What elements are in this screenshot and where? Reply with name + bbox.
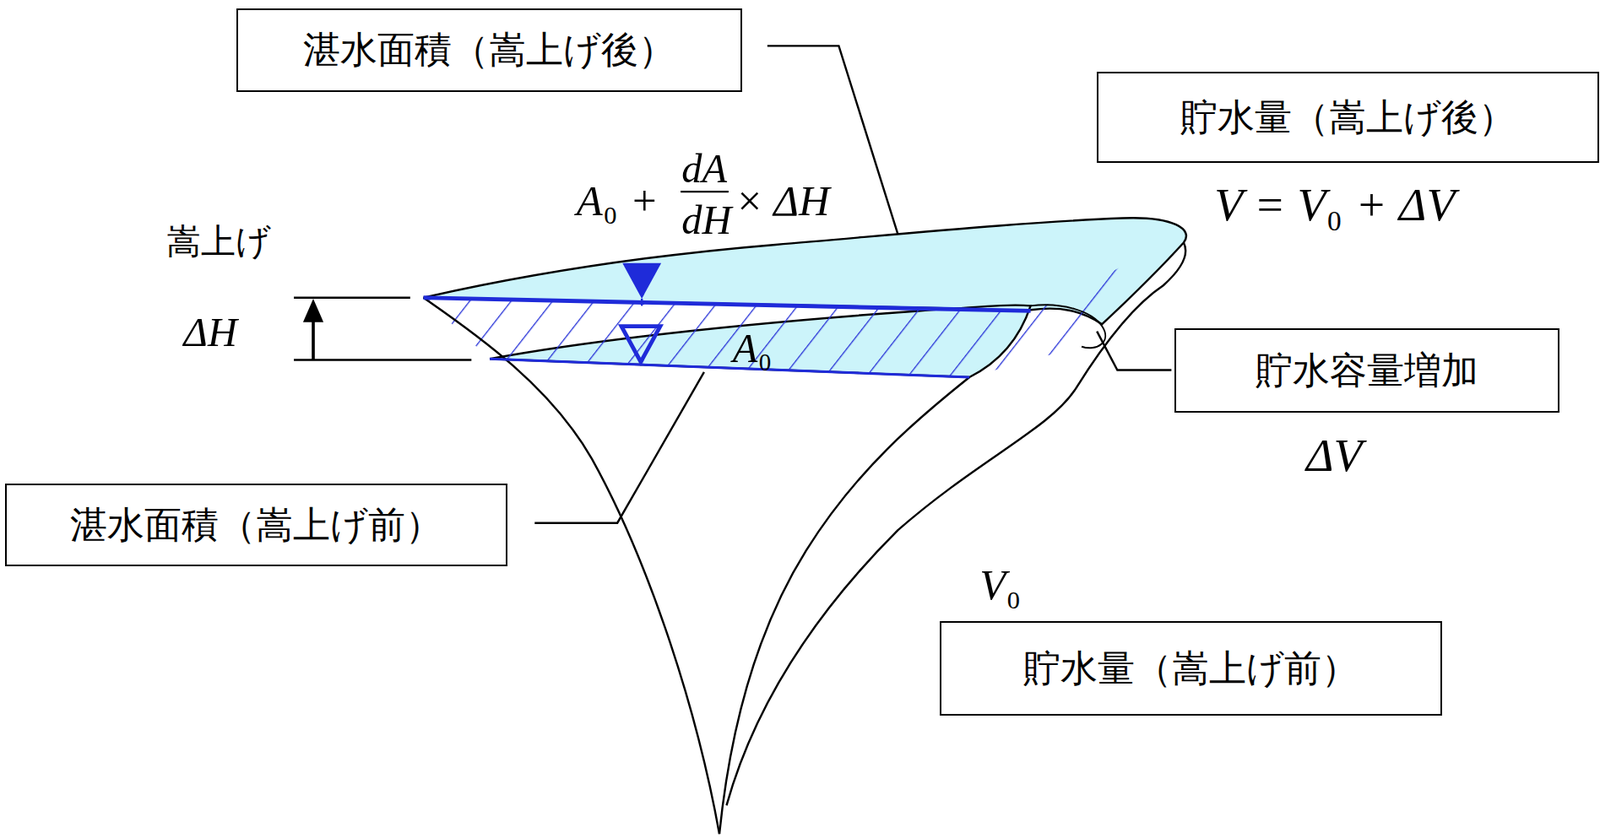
label-text: + bbox=[629, 177, 659, 225]
hatch bbox=[407, 204, 1205, 409]
box-text: 湛水面積（嵩上げ前） bbox=[70, 499, 443, 551]
label-text: 嵩上げ bbox=[166, 221, 272, 262]
box-text: 貯水量（嵩上げ後） bbox=[1180, 92, 1516, 143]
subscript: 0 bbox=[1007, 585, 1020, 615]
water-level-symbol bbox=[621, 326, 661, 363]
subscript: 0 bbox=[759, 348, 772, 376]
label-text: ΔH bbox=[184, 309, 238, 355]
label-box: 貯水容量増加 bbox=[1174, 328, 1560, 413]
water-line-before bbox=[489, 358, 970, 378]
formula-label: × ΔH bbox=[734, 179, 830, 223]
formula-label: V = V0 + ΔV bbox=[1214, 181, 1455, 235]
formula-label: dH bbox=[681, 200, 732, 241]
valley-outer-slope bbox=[726, 243, 1186, 807]
formula-label: dA bbox=[681, 148, 727, 190]
label-text: ΔV bbox=[1306, 428, 1363, 482]
label-text: dA bbox=[681, 146, 727, 191]
valley-inner-slope bbox=[719, 377, 970, 835]
label-text: V = V bbox=[1214, 178, 1326, 231]
formula-label: V0 bbox=[979, 564, 1020, 613]
formula-label: 嵩上げ bbox=[166, 224, 272, 260]
dimension-arrow bbox=[311, 318, 315, 361]
label-text: V bbox=[979, 561, 1006, 609]
leader-line bbox=[534, 372, 705, 524]
label-text: × ΔH bbox=[734, 177, 830, 225]
label-box: 貯水量（嵩上げ前） bbox=[939, 621, 1443, 716]
dimension-line bbox=[293, 358, 472, 361]
leader-line bbox=[1096, 331, 1172, 371]
formula-label: ΔV bbox=[1306, 432, 1363, 480]
box-text: 貯水量（嵩上げ前） bbox=[1023, 643, 1359, 695]
box-text: 湛水面積（嵩上げ後） bbox=[303, 24, 676, 76]
label-text: A bbox=[576, 177, 603, 225]
formula-label: ΔH bbox=[184, 312, 238, 353]
label-text: dH bbox=[681, 197, 732, 243]
formula-label: A0 + bbox=[576, 179, 659, 229]
box-text: 貯水容量増加 bbox=[1255, 345, 1479, 396]
label-text: + ΔV bbox=[1355, 178, 1455, 231]
label-text: A bbox=[732, 325, 759, 371]
label-box: 湛水面積（嵩上げ後） bbox=[236, 8, 742, 93]
formula-label: A0 bbox=[732, 328, 771, 375]
subscript: 0 bbox=[1327, 205, 1342, 237]
water-line-after bbox=[423, 298, 1031, 312]
dimension-line bbox=[293, 297, 411, 299]
subscript: 0 bbox=[603, 200, 617, 230]
label-box: 貯水量（嵩上げ後） bbox=[1096, 71, 1600, 164]
valley-rim bbox=[1030, 304, 1107, 348]
label-box: 湛水面積（嵩上げ前） bbox=[5, 483, 508, 567]
water-level-symbol bbox=[622, 263, 662, 299]
fraction-bar bbox=[680, 190, 729, 193]
